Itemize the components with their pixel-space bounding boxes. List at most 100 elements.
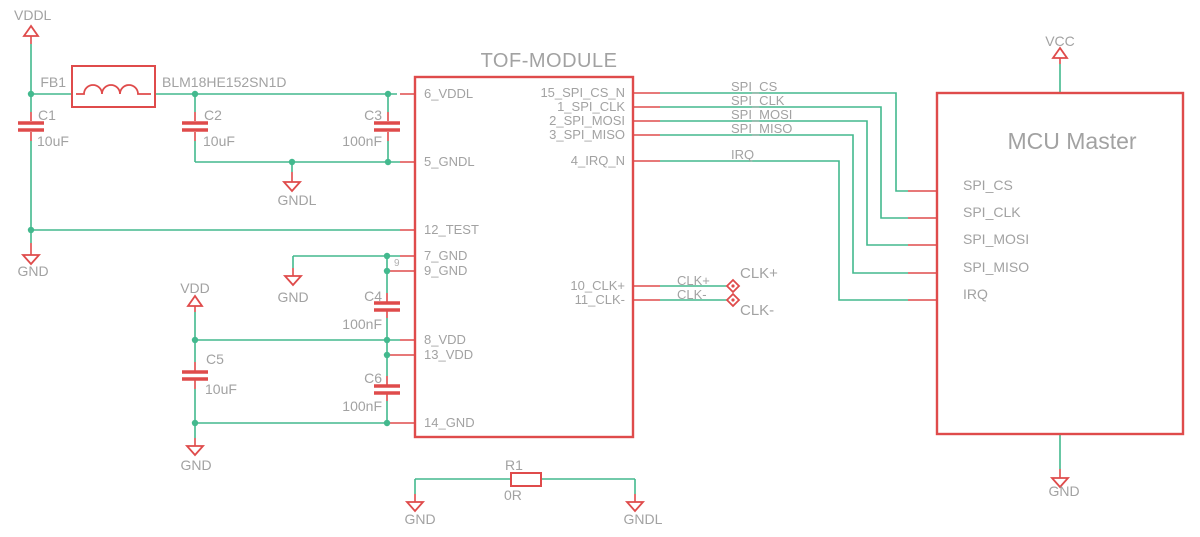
tof-pin-3-spi-miso: 3_SPI_MISO	[549, 127, 625, 142]
gnd-flag-label: GND	[180, 457, 212, 473]
power-flag-vcc[interactable]	[1051, 46, 1069, 59]
tof-pin-6-vddl: 6_VDDL	[424, 86, 474, 101]
pin-number-9: 9	[394, 258, 400, 269]
mcu-pin-stubs	[908, 190, 937, 301]
r1-ref-label: R1	[505, 457, 523, 473]
gnd-triangle-icon	[404, 501, 426, 513]
c5-ref-label: C5	[206, 351, 224, 367]
gnd-flag-label: GND	[1048, 483, 1080, 499]
mcu-pin-spi-mosi: SPI_MOSI	[963, 231, 1030, 247]
ferrite-bead-fb1[interactable]	[71, 65, 156, 108]
c5-plates	[182, 370, 208, 381]
mcu-pin-spi-miso: SPI_MISO	[963, 259, 1030, 275]
net-label-irq: IRQ	[731, 147, 755, 162]
fb1-value-label: BLM18HE152SN1D	[162, 74, 287, 90]
gnd-triangle-icon	[1049, 477, 1071, 489]
power-flag-vdd[interactable]	[186, 294, 204, 307]
capacitor-c2[interactable]	[182, 121, 208, 132]
fb1-outline	[71, 65, 156, 108]
port-clk-minus[interactable]	[725, 292, 741, 308]
vcc-arrow-icon	[1051, 46, 1069, 59]
net-label-clk-minus: CLK-	[677, 287, 707, 302]
net-label-clk-plus: CLK+	[677, 273, 710, 288]
gndl-flag-top[interactable]	[281, 181, 303, 193]
gndl-triangle-icon	[281, 181, 303, 193]
wire-irq	[660, 160, 908, 301]
gnd-triangle-icon	[184, 445, 206, 457]
vdd-arrow-icon	[186, 294, 204, 307]
c4-plates	[374, 301, 400, 312]
gnd-flag-c1[interactable]	[20, 254, 42, 266]
gndl-flag-label: GNDL	[277, 192, 317, 208]
c2-ref-label: C2	[204, 107, 222, 123]
tof-pin-14-gnd: 14_GND	[424, 415, 475, 430]
c3-value-label: 100nF	[342, 133, 382, 149]
mcu-pin-irq: IRQ	[963, 286, 988, 302]
c6-value-label: 100nF	[342, 398, 382, 414]
gnd-flag-c5[interactable]	[184, 445, 206, 457]
wire-vdd-rail	[194, 312, 400, 341]
flag-stubs	[30, 36, 1061, 502]
tof-pin-2-spi-mosi: 2_SPI_MOSI	[549, 113, 625, 128]
capacitor-leads	[30, 112, 389, 401]
gnd-flag-label: GND	[404, 511, 436, 527]
tof-pin-7-gnd: 7_GND	[424, 248, 468, 263]
c6-ref-label: C6	[364, 370, 382, 386]
capacitor-c3[interactable]	[374, 121, 400, 132]
pin-stubs	[30, 36, 1061, 502]
wire-spi-clk	[660, 106, 908, 219]
c1-ref-label: C1	[38, 107, 56, 123]
tof-pin-8-vdd: 8_VDD	[424, 332, 466, 347]
vdd-flag-label: VDD	[180, 280, 210, 296]
tof-right-pin-stubs	[633, 92, 660, 301]
wire-r1-net	[414, 478, 636, 494]
c2-value-label: 10uF	[203, 133, 235, 149]
tof-pin-15-spi-cs-n: 15_SPI_CS_N	[540, 85, 625, 100]
gnd-flag-r1-left[interactable]	[404, 501, 426, 513]
vcc-flag-label: VCC	[1045, 33, 1075, 49]
tof-module-box[interactable]	[413, 75, 635, 439]
capacitor-c4[interactable]	[374, 301, 400, 312]
tof-pin-4-irq-n: 4_IRQ_N	[570, 153, 625, 168]
resistor-r1[interactable]	[510, 472, 542, 487]
power-flag-vddl[interactable]	[22, 24, 40, 37]
mcu-master-title: MCU Master	[1007, 128, 1137, 154]
capacitor-c6[interactable]	[374, 384, 400, 395]
net-label-spi-cs: SPI_CS	[731, 79, 778, 94]
gndl-flag-r1-right[interactable]	[624, 501, 646, 513]
c6-plates	[374, 384, 400, 395]
capacitor-c1[interactable]	[18, 121, 44, 132]
gnd-triangle-icon	[282, 275, 304, 287]
mcu-pin-spi-cs: SPI_CS	[963, 177, 1013, 193]
gnd-flag-label: GND	[277, 289, 309, 305]
capacitor-c5[interactable]	[182, 370, 208, 381]
gnd-flag-mcu[interactable]	[1049, 477, 1071, 489]
c5-value-label: 10uF	[205, 381, 237, 397]
port-clk-plus[interactable]	[725, 278, 741, 294]
tof-pin-1-spi-clk: 1_SPI_CLK	[557, 99, 625, 114]
tof-pin-5-gndl: 5_GNDL	[424, 154, 475, 169]
tof-left-pin-stubs	[387, 93, 415, 424]
tof-module-title: TOF-MODULE	[480, 50, 618, 72]
wire-spi-mosi	[660, 120, 908, 246]
c3-ref-label: C3	[364, 107, 382, 123]
junction-dots	[27, 90, 392, 427]
gnd-flag-pin7[interactable]	[282, 275, 304, 287]
fb1-ref-label: FB1	[40, 74, 66, 90]
gndl-triangle-icon	[624, 501, 646, 513]
gnd-triangle-icon	[20, 254, 42, 266]
c1-plates	[18, 121, 44, 132]
vddl-flag-label: VDDL	[14, 7, 52, 23]
wire-spi-miso	[660, 134, 908, 274]
mcu-master-box[interactable]	[935, 91, 1185, 436]
c4-ref-label: C4	[364, 288, 382, 304]
port-label-clk-plus: CLK+	[740, 265, 778, 282]
vddl-arrow-icon	[22, 24, 40, 37]
gndl-flag-label: GNDL	[623, 511, 663, 527]
clk-minus-dot	[731, 298, 735, 302]
c1-value-label: 10uF	[37, 133, 69, 149]
tof-pin-10-clk-plus: 10_CLK+	[570, 278, 625, 293]
wire-gndl-rail	[195, 161, 400, 172]
